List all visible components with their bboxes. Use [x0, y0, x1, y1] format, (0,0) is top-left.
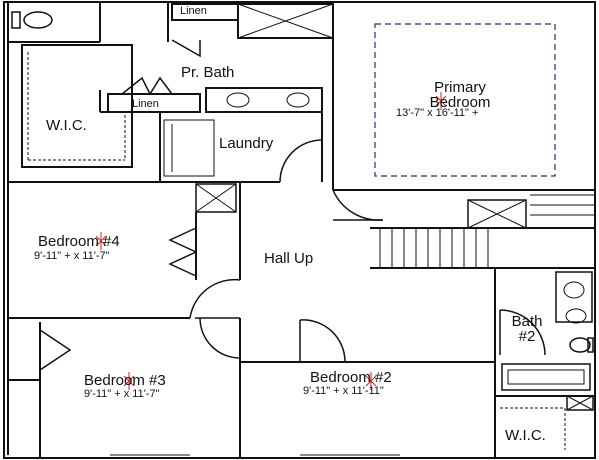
- primary-bedroom-name-1: Primary: [434, 79, 486, 96]
- bath-2-name-2: #2: [518, 328, 536, 345]
- pr-bath-label: Pr. Bath: [181, 64, 235, 81]
- primary-bedroom-name-2: Bedroom: [429, 94, 491, 111]
- primary-bedroom-label: Primary Bedroom: [400, 80, 520, 110]
- hall-up-label: Hall Up: [264, 250, 314, 267]
- bedroom-4-label: Bedroom #4: [38, 233, 120, 250]
- laundry-label: Laundry: [219, 135, 274, 152]
- vanity: [205, 87, 323, 113]
- bedroom-3-label: Bedroom #3: [84, 372, 166, 389]
- bedroom-2-dims: 9'-11" + x 11'-11": [303, 385, 384, 397]
- bath-2-name-1: Bath: [511, 313, 543, 330]
- linen-lower-label: Linen: [132, 98, 159, 110]
- linen-top-label: Linen: [180, 5, 207, 17]
- primary-bedroom-dims: 13'-7" x 16'-11" +: [396, 107, 479, 119]
- bath-2-label: Bath #2: [505, 314, 549, 344]
- wic-left-label: W.I.C.: [46, 117, 87, 134]
- bedroom-3-dims: 9'-11" + x 11'-7": [84, 388, 160, 400]
- wic-right-label: W.I.C.: [505, 427, 546, 444]
- outer-wall: [3, 1, 596, 459]
- wic-left-walls: [21, 44, 133, 168]
- bedroom-4-dims: 9'-11" + x 11'-7": [34, 250, 110, 262]
- primary-ceiling-outline: [374, 23, 556, 177]
- bedroom-2-label: Bedroom #2: [310, 369, 392, 386]
